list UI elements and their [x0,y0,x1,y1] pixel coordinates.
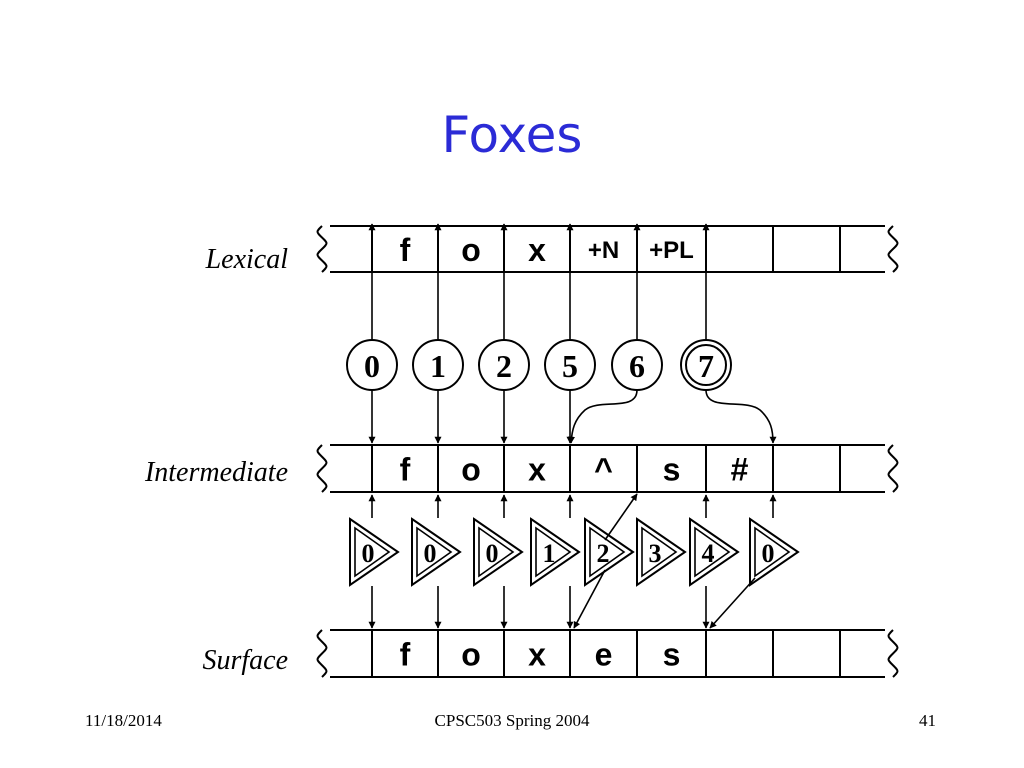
fst-final-state-ring [685,344,727,386]
fst-triangle-inner [641,526,678,578]
slide-title: Foxes [442,106,583,164]
surface-tape-right-break [887,629,899,678]
fst-triangle-state-number: 3 [649,539,662,568]
fst-triangle-state-number: 2 [597,539,610,568]
fst-curved-arrow-6 [567,389,638,444]
fst-triangle-inner [354,526,391,578]
fst-triangle-state-number: 1 [543,539,556,568]
surface-tape-cell: e [595,637,613,673]
intermediate-surface-fst: 0 0 0 1 2 3 4 0 [349,493,800,629]
fst-triangle-state [749,517,800,587]
fst-state-number: 0 [364,348,380,384]
fst-triangle-state-number: 0 [424,539,437,568]
fst-triangle-state [349,517,400,587]
intermediate-tape-cell: ^ [594,452,613,488]
fst-state-number: 6 [629,348,645,384]
fst-triangle-state [636,517,687,587]
intermediate-tape-cell: # [731,452,749,488]
intermediate-tape-right-break [887,444,899,493]
lexical-tape-label: Lexical [205,244,289,275]
surface-tape-label: Surface [202,645,288,676]
fst-state-number: 1 [430,348,446,384]
surface-tape-cell: f [400,637,411,673]
fst-triangle-state [530,517,581,587]
lexical-intermediate-fst: 0 1 2 5 6 7 [346,223,777,444]
fst-curved-arrow-7 [705,389,777,444]
fst-triangle-state-number: 0 [762,539,775,568]
intermediate-tape-cell: x [528,452,546,488]
intermediate-tape: f o x ^ s # [316,444,899,493]
intermediate-tape-label: Intermediate [144,457,288,488]
lexical-tape-left-break [316,225,328,273]
footer-course: CPSC503 Spring 2004 [435,711,590,730]
surface-tape-cell: x [528,637,546,673]
surface-tape-left-break [316,629,328,678]
lexical-tape-cell: o [461,232,481,268]
lexical-tape-cell: +N [588,237,619,264]
fst-triangle-state-number: 0 [362,539,375,568]
surface-tape-cell: s [663,637,681,673]
fst-triangle-inner [535,526,572,578]
fst-triangle-state [689,517,740,587]
fst-state-number: 2 [496,348,512,384]
fst-triangle-inner [589,526,626,578]
fst-triangle-state-number: 0 [486,539,499,568]
fst-triangle-inner [754,526,791,578]
lexical-tape-cell: x [528,232,546,268]
lexical-tape-cell: +PL [649,237,694,264]
fst-triangle-inner [694,526,731,578]
intermediate-tape-cell: o [461,452,481,488]
fst-triangle-state [473,517,524,587]
fst-triangle-state [411,517,462,587]
fst-diagonal-down-arrow [709,577,756,629]
lexical-tape-right-break [887,225,899,273]
footer-page-number: 41 [919,711,936,730]
intermediate-tape-cell: s [663,452,681,488]
lexical-tape-cell: f [400,232,411,268]
fst-triangle-inner [416,526,453,578]
intermediate-tape-cell: f [400,452,411,488]
fst-triangle-inner [478,526,515,578]
intermediate-tape-left-break [316,444,328,493]
fst-diagonal-down-arrow [573,569,606,629]
surface-tape-cell: o [461,637,481,673]
fst-triangle-state-number: 4 [702,539,715,568]
fst-state-number: 5 [562,348,578,384]
footer-date: 11/18/2014 [85,711,162,730]
fst-diagonal-up-arrow [604,493,638,541]
lexical-tape: f o x +N +PL [316,225,899,273]
fst-state-number: 7 [698,348,714,384]
